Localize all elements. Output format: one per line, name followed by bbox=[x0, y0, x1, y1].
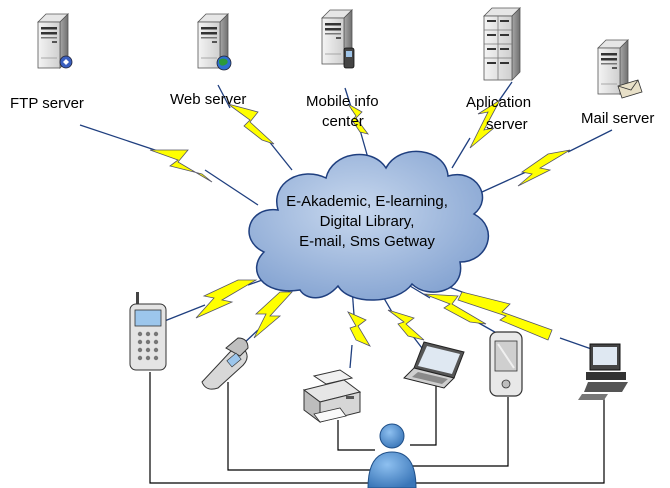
link-mail bbox=[481, 129, 613, 193]
client-links bbox=[161, 271, 601, 369]
ftp-server-label: FTP server bbox=[10, 95, 84, 112]
web-server-label: Web server bbox=[170, 91, 247, 108]
link-app bbox=[451, 81, 513, 169]
cloud-label-line2: Digital Library, bbox=[319, 213, 415, 230]
mail-server-label: Mail server bbox=[581, 110, 655, 127]
application-server-label-line2: server bbox=[486, 116, 528, 133]
web-server-icon bbox=[197, 13, 232, 71]
desktop-computer-icon bbox=[578, 343, 628, 400]
mobile-info-label-line1: Mobile info bbox=[306, 93, 379, 110]
mobile-info-label-line2: center bbox=[322, 113, 364, 130]
link-web bbox=[217, 84, 293, 171]
application-server-label-line1: Aplication bbox=[466, 94, 532, 111]
flip-phone-icon bbox=[201, 337, 249, 390]
cloud-label-line3: E-mail, Sms Getway bbox=[299, 233, 435, 250]
laptop-icon bbox=[403, 341, 465, 389]
client-wires bbox=[149, 372, 605, 484]
mobile-info-server-icon bbox=[321, 9, 355, 69]
ftp-server-icon bbox=[37, 13, 73, 69]
mail-server-icon bbox=[597, 39, 643, 99]
link-mobile bbox=[344, 87, 369, 159]
user-icon bbox=[367, 423, 417, 488]
server-links bbox=[79, 81, 613, 206]
printer-icon bbox=[302, 369, 362, 423]
link-ftp bbox=[79, 124, 259, 206]
pda-icon bbox=[489, 331, 523, 397]
application-server-icon bbox=[483, 7, 521, 81]
cloud-label-line1: E-Akademic, E-learning, bbox=[286, 193, 448, 210]
cloud-label: E-Akademic, E-learning, Digital Library,… bbox=[262, 192, 472, 252]
cell-phone-icon bbox=[129, 292, 167, 371]
cloud bbox=[248, 150, 490, 301]
